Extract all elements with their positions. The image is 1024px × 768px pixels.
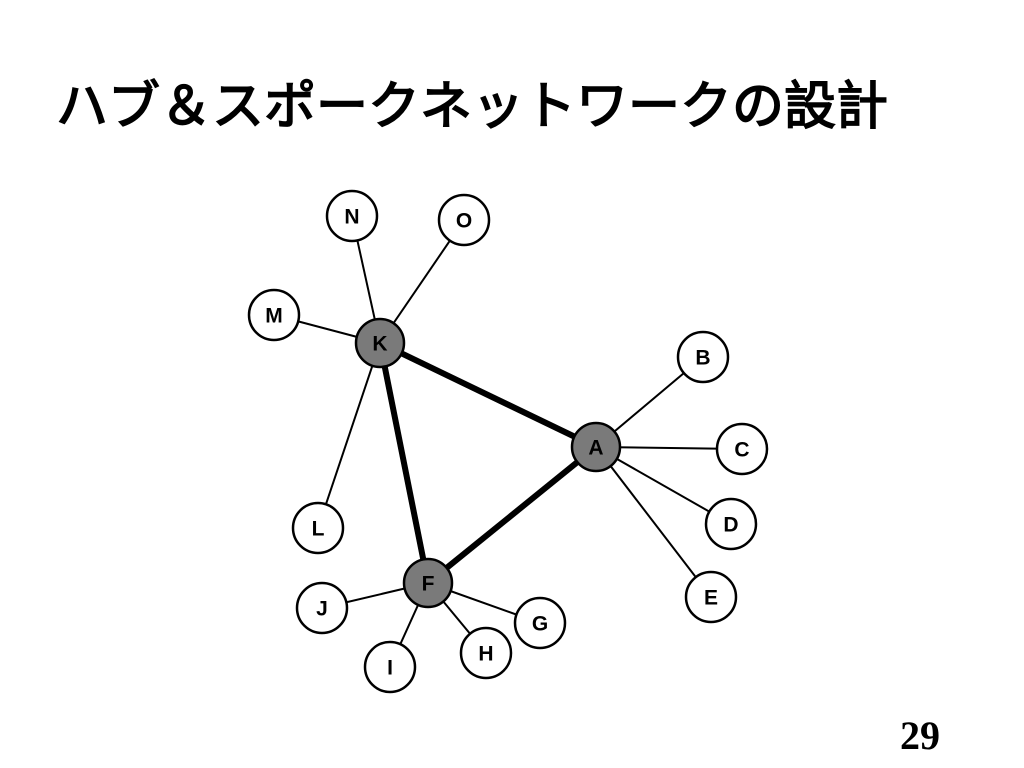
trunk-link-k-f <box>377 342 431 584</box>
node-layer: K A F N O M L B C D E J I H G <box>247 189 769 694</box>
node-label-n: N <box>344 206 359 229</box>
spoke-node-j: J <box>295 581 349 635</box>
node-label-c: C <box>734 439 749 462</box>
page-number: 29 <box>900 713 940 758</box>
node-label-o: O <box>456 210 472 233</box>
node-circle-c <box>715 422 769 476</box>
node-circle-l <box>291 501 345 555</box>
trunk-link-a-f <box>426 444 598 586</box>
node-label-a: A <box>588 437 603 460</box>
node-circle-i <box>363 640 417 694</box>
node-label-h: H <box>478 643 493 666</box>
node-label-m: M <box>265 305 283 328</box>
spoke-node-n: N <box>325 189 379 243</box>
node-circle-h <box>459 626 513 680</box>
node-label-i: I <box>387 657 393 680</box>
trunk-link-k-a <box>378 340 598 450</box>
spoke-node-c: C <box>715 422 769 476</box>
node-label-g: G <box>532 613 548 636</box>
spoke-node-g: G <box>513 596 567 650</box>
node-circle-k <box>354 317 406 369</box>
node-circle-a <box>570 421 622 473</box>
hub-node-f: F <box>402 557 454 609</box>
node-circle-g <box>513 596 567 650</box>
spoke-node-i: I <box>363 640 417 694</box>
spoke-node-b: B <box>676 330 730 384</box>
spoke-node-d: D <box>704 497 758 551</box>
hub-node-a: A <box>570 421 622 473</box>
node-circle-e <box>684 570 738 624</box>
spoke-link-a-e <box>595 446 712 598</box>
node-label-e: E <box>704 587 718 610</box>
node-label-d: D <box>723 514 738 537</box>
node-label-f: F <box>422 573 435 596</box>
node-label-k: K <box>372 333 387 356</box>
spoke-node-l: L <box>291 501 345 555</box>
node-label-l: L <box>312 518 325 541</box>
spoke-node-m: M <box>247 288 301 342</box>
hub-node-k: K <box>354 317 406 369</box>
node-label-j: J <box>316 598 328 621</box>
node-circle-m <box>247 288 301 342</box>
node-circle-j <box>295 581 349 635</box>
node-circle-o <box>437 193 491 247</box>
node-circle-f <box>402 557 454 609</box>
node-label-b: B <box>695 347 710 370</box>
spoke-node-h: H <box>459 626 513 680</box>
spoke-node-e: E <box>684 570 738 624</box>
spoke-link-k-l <box>317 342 381 529</box>
node-circle-d <box>704 497 758 551</box>
node-circle-b <box>676 330 730 384</box>
spoke-node-o: O <box>437 193 491 247</box>
slide-title: ハブ＆スポークネットワークの設計 <box>56 77 889 137</box>
node-circle-n <box>325 189 379 243</box>
